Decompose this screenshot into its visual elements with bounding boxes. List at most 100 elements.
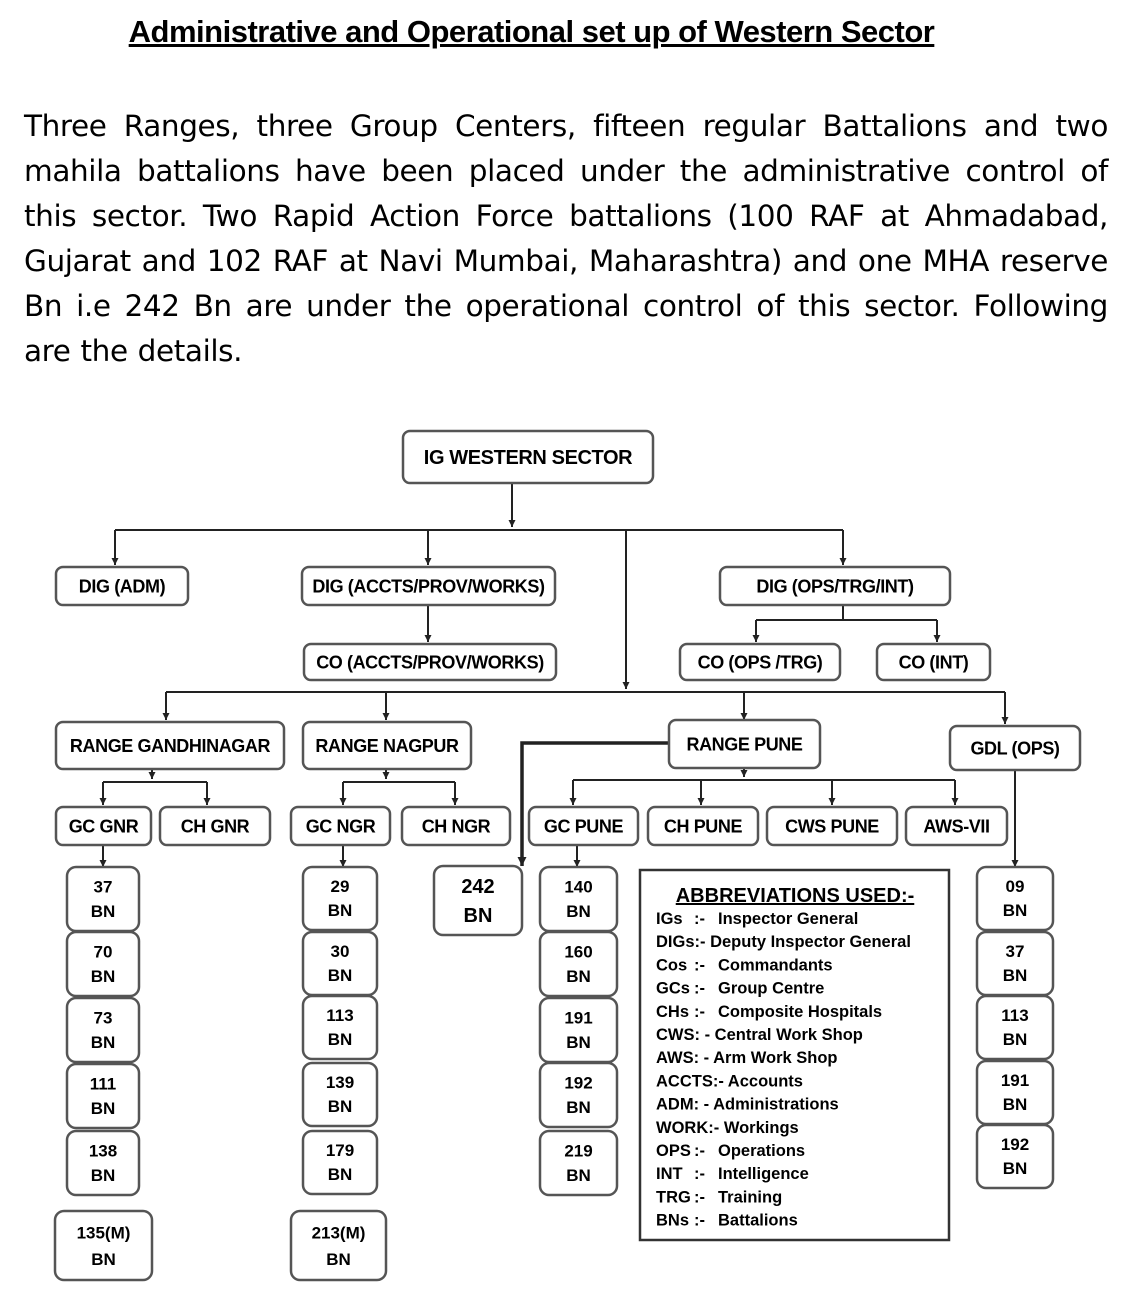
battalion-number: 191 bbox=[564, 1009, 592, 1028]
battalion-label: BN bbox=[326, 1250, 351, 1269]
battalion-number: 139 bbox=[326, 1073, 354, 1092]
battalion-label: BN bbox=[91, 1166, 116, 1185]
aws-vii-box: AWS-VII bbox=[904, 805, 1009, 847]
abbreviation-meaning: Operations bbox=[718, 1142, 805, 1160]
dig-accts-box: DIG (ACCTS/PROV/WORKS) bbox=[300, 565, 557, 607]
battalion-number: 111 bbox=[90, 1075, 117, 1094]
gnr-mahila-battalion: 135(M) BN bbox=[53, 1209, 154, 1282]
ngr-mahila-battalion: 213(M)BN bbox=[289, 1209, 388, 1282]
abbreviation-meaning: Workings bbox=[724, 1119, 799, 1137]
abbreviation-key: GCs bbox=[656, 980, 690, 998]
co-accts-label: CO (ACCTS/PROV/WORKS) bbox=[316, 652, 544, 672]
battalion-label: BN bbox=[328, 1097, 353, 1116]
abbreviation-separator: :- bbox=[694, 1003, 705, 1021]
battalion-number: 29 bbox=[331, 877, 350, 896]
ch-pune-box: CH PUNE bbox=[646, 805, 760, 847]
abbreviation-meaning: Commandants bbox=[718, 956, 833, 974]
abbreviations-heading: ABBREVIATIONS USED:- bbox=[676, 885, 915, 907]
abbreviation-key: BNs bbox=[656, 1212, 689, 1230]
gc-gnr-box: GC GNR bbox=[54, 805, 153, 847]
battalion-label: BN bbox=[91, 1099, 116, 1118]
abbreviation-meaning: Central Work Shop bbox=[715, 1026, 863, 1044]
battalion-label: BN bbox=[328, 901, 353, 920]
abbreviation-meaning: Composite Hospitals bbox=[718, 1003, 882, 1021]
abbreviation-meaning: Training bbox=[718, 1188, 782, 1206]
battalion-number: 30 bbox=[331, 942, 350, 961]
battalion-number: 37 bbox=[1006, 942, 1025, 961]
abbreviation-key: ADM: - bbox=[656, 1096, 713, 1114]
abbreviation-key: INT bbox=[656, 1165, 683, 1183]
battalion-label: BN bbox=[91, 967, 116, 986]
battalion-label: BN bbox=[566, 1098, 591, 1117]
abbreviation-item: TRG:-Training bbox=[656, 1188, 782, 1206]
abbreviation-separator: :- bbox=[694, 910, 705, 928]
abbreviation-item: INT:-Intelligence bbox=[656, 1165, 809, 1183]
battalion-label: BN bbox=[328, 1030, 353, 1049]
abbreviation-key: ACCTS:- bbox=[656, 1072, 728, 1090]
abbreviation-separator: :- bbox=[694, 956, 705, 974]
battalion-label: BN bbox=[328, 1165, 353, 1184]
co-ops-trg-box: CO (OPS /TRG) bbox=[678, 642, 842, 682]
abbreviation-item: OPS:- Operations bbox=[656, 1142, 805, 1160]
co-ops-trg-label: CO (OPS /TRG) bbox=[698, 652, 823, 672]
range-nagpur-box: RANGE NAGPUR bbox=[301, 720, 473, 771]
battalion-label: BN bbox=[566, 1033, 591, 1052]
battalion-label: BN bbox=[91, 1250, 116, 1269]
gc-gnr-label: GC GNR bbox=[69, 816, 139, 836]
range-pune-box: RANGE PUNE bbox=[667, 718, 822, 770]
abbreviation-item: BNs:-Battalions bbox=[656, 1212, 798, 1230]
battalion-label: BN bbox=[1003, 966, 1028, 985]
ch-gnr-label: CH GNR bbox=[181, 816, 250, 836]
abbreviation-meaning: Administrations bbox=[713, 1096, 839, 1114]
range-gandhinagar-label: RANGE GANDHINAGAR bbox=[70, 736, 271, 756]
gc-pune-box: GC PUNE bbox=[527, 805, 640, 847]
dig-adm-label: DIG (ADM) bbox=[79, 576, 166, 596]
battalion-number: 138 bbox=[89, 1142, 117, 1161]
battalion-number: 140 bbox=[564, 878, 592, 897]
abbreviations-legend: ABBREVIATIONS USED:- IGs :- Inspector Gener… bbox=[638, 868, 951, 1242]
gdl-ops-box: GDL (OPS) bbox=[948, 724, 1082, 772]
range-gandhinagar-box: RANGE GANDHINAGAR bbox=[54, 720, 286, 771]
abbreviation-item: DIGs:- Deputy Inspector General bbox=[656, 933, 911, 951]
abbreviation-key: AWS: - bbox=[656, 1049, 713, 1067]
ig-western-sector-label: IG WESTERN SECTOR bbox=[424, 447, 633, 469]
abbreviation-item: CHs:-Composite Hospitals bbox=[656, 1003, 882, 1021]
abbreviation-meaning: Inspector General bbox=[718, 910, 858, 928]
ch-gnr-box: CH GNR bbox=[158, 805, 272, 847]
battalion-label: BN bbox=[1003, 1030, 1028, 1049]
battalion-number: 70 bbox=[94, 943, 113, 962]
abbreviation-key: OPS bbox=[656, 1142, 691, 1160]
co-int-box: CO (INT) bbox=[875, 642, 992, 682]
dig-accts-label: DIG (ACCTS/PROV/WORKS) bbox=[312, 576, 545, 596]
ch-ngr-box: CH NGR bbox=[400, 805, 512, 847]
battalion-number: 37 bbox=[94, 878, 113, 897]
abbreviation-separator: :- bbox=[694, 1142, 705, 1160]
battalion-number: 135(M) bbox=[77, 1224, 131, 1243]
dig-ops-box: DIG (OPS/TRG/INT) bbox=[718, 565, 952, 607]
abbreviation-separator: :- bbox=[694, 1188, 705, 1206]
abbreviation-separator: :- bbox=[694, 980, 705, 998]
abbreviation-key: IGs bbox=[656, 910, 683, 928]
ch-ngr-label: CH NGR bbox=[422, 816, 491, 836]
abbreviation-key: CWS: - bbox=[656, 1026, 715, 1044]
abbreviation-item: Cos :- Commandants bbox=[656, 956, 833, 974]
abbreviation-key: Cos bbox=[656, 956, 687, 974]
battalion-number: 09 bbox=[1006, 877, 1025, 896]
battalion-number: 113 bbox=[1001, 1006, 1028, 1025]
battalion-number: 219 bbox=[564, 1142, 592, 1161]
